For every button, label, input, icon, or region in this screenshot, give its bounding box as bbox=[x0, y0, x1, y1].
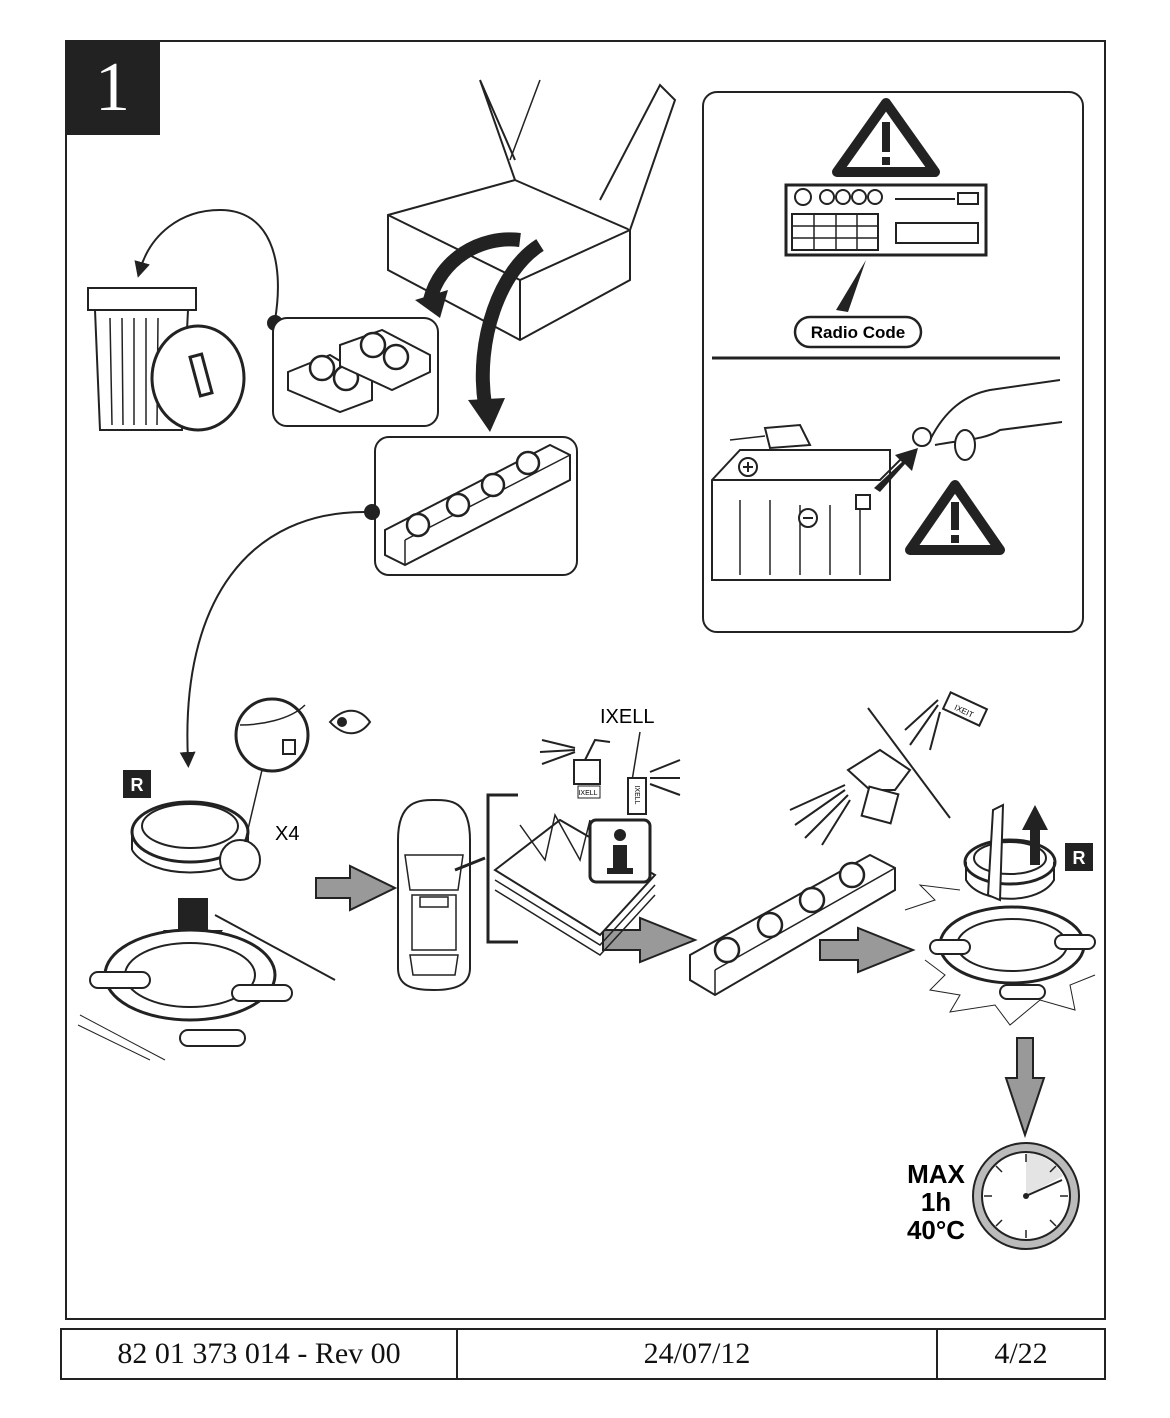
marker-r-badge bbox=[123, 770, 151, 798]
page-frame bbox=[65, 40, 1106, 1320]
warning-triangle-icon bbox=[905, 480, 1005, 555]
foam-packs-panel bbox=[272, 317, 439, 427]
pad-strip-icon bbox=[689, 853, 896, 997]
pad-strip-panel bbox=[374, 436, 578, 576]
battery-icon bbox=[711, 423, 906, 581]
clip-ring-icon bbox=[130, 800, 250, 874]
spray-can-icon: IXELL bbox=[627, 759, 681, 815]
spray-bottle-icon: IXELL bbox=[539, 738, 611, 799]
marker-r-label: R bbox=[1073, 848, 1086, 868]
clip-detail-circle bbox=[219, 839, 261, 881]
mounting-plate-icon bbox=[77, 914, 336, 1061]
limit-duration: 1h bbox=[921, 1187, 951, 1217]
info-icon bbox=[588, 818, 652, 884]
right-arrow-icon bbox=[315, 864, 398, 912]
manual-book-icon bbox=[493, 812, 657, 956]
spray-can-icon: IXEIT bbox=[904, 691, 989, 751]
count-label: X4 bbox=[275, 823, 299, 845]
arrow-icon bbox=[423, 232, 521, 303]
hand-icon bbox=[912, 379, 1063, 461]
warning-panel: Radio Code bbox=[702, 91, 1084, 633]
arrow-icon bbox=[475, 239, 544, 407]
right-arrow-icon bbox=[602, 916, 698, 964]
packaging-box-icon bbox=[387, 79, 677, 342]
down-arrow-icon bbox=[1004, 1037, 1046, 1139]
magnifier-detail bbox=[234, 697, 310, 843]
eye-icon bbox=[328, 709, 372, 735]
bottle-label: IXELL bbox=[578, 790, 597, 797]
trash-can-icon bbox=[87, 287, 246, 432]
step-number: 1 bbox=[65, 40, 160, 135]
footer-date: 24/07/12 bbox=[458, 1330, 938, 1378]
limit-temperature: 40°C bbox=[907, 1215, 965, 1245]
bracket bbox=[486, 793, 518, 944]
ixell-label: IXELL bbox=[600, 706, 654, 728]
arrow-icon bbox=[874, 448, 918, 492]
marker-r-label: R bbox=[131, 775, 144, 795]
arrow-icon bbox=[134, 208, 279, 321]
limit-max: MAX bbox=[907, 1159, 965, 1189]
spray-bottle-icon bbox=[789, 748, 912, 846]
footer: 82 01 373 014 - Rev 00 24/07/12 4/22 bbox=[60, 1328, 1106, 1380]
radio-code-label: Radio Code bbox=[811, 323, 905, 342]
car-icon bbox=[397, 798, 486, 992]
radio-unit-icon bbox=[784, 183, 988, 257]
clock-icon bbox=[972, 1142, 1080, 1250]
right-arrow-icon bbox=[819, 926, 916, 974]
arrow-icon bbox=[179, 510, 369, 768]
mounting-plate-icon bbox=[904, 884, 1096, 1026]
can-label: IXELL bbox=[633, 785, 640, 804]
radio-code-badge bbox=[793, 315, 923, 349]
marker-r-badge bbox=[1065, 843, 1093, 871]
up-arrow-icon bbox=[1022, 805, 1048, 865]
footer-part-number: 82 01 373 014 - Rev 00 bbox=[62, 1330, 458, 1378]
warning-triangle-icon bbox=[832, 98, 940, 177]
footer-page: 4/22 bbox=[994, 1337, 1048, 1370]
